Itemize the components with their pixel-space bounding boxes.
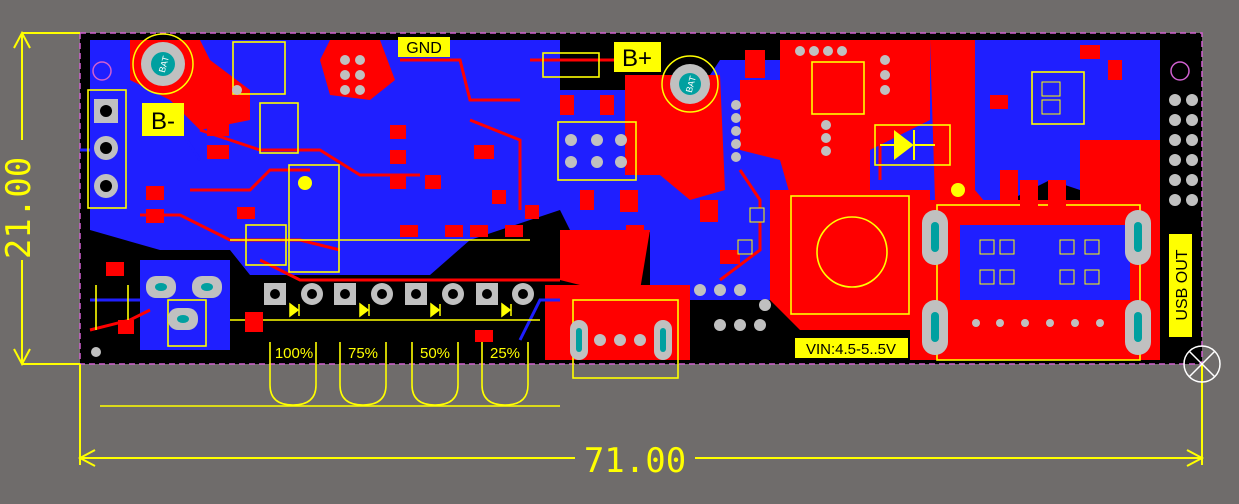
led-icon (289, 302, 512, 318)
usb-out-label: USB OUT (1174, 249, 1191, 320)
vin-label: VIN:4.5-5..5V (806, 341, 896, 358)
led-pad-row[interactable] (264, 283, 534, 305)
mounting-hole-icon (92, 61, 112, 81)
left-header-pins[interactable] (94, 99, 118, 198)
usb-out-label-box (1169, 234, 1192, 337)
board-outline (79, 32, 1203, 365)
smd-pads (106, 45, 1122, 342)
bminus-label-box (142, 103, 184, 136)
mounting-hole-icon (1170, 61, 1190, 81)
pct-25-label: 25% (490, 345, 520, 362)
battery-pad-bplus[interactable] (661, 55, 719, 113)
pct-50-label: 50% (420, 345, 450, 362)
diode-icon (880, 129, 935, 161)
width-dimension-label: 71.00 (584, 441, 686, 481)
ic-pin1-marker (298, 176, 312, 190)
bottom-smd-pads (737, 81, 1100, 285)
ic-pin1-marker (951, 183, 965, 197)
target-crosshair-icon (1183, 345, 1221, 383)
bminus-label: B- (151, 108, 175, 135)
vin-label-box (795, 338, 908, 358)
through-hole-pins (91, 46, 1198, 357)
bat-label-left: BAT (157, 54, 171, 73)
battery-pad-bminus[interactable] (132, 33, 194, 95)
height-dimension-label: 21.00 (0, 157, 39, 259)
dimension-lines (13, 30, 1205, 467)
gnd-label-box (398, 37, 450, 57)
pct-100-label: 100% (275, 345, 313, 362)
gnd-label: GND (406, 40, 442, 57)
pct-75-label: 75% (348, 345, 378, 362)
bat-label-right: BAT (684, 74, 698, 93)
bplus-label: B+ (622, 45, 652, 72)
usb-inner-pour (960, 225, 1130, 300)
bplus-label-box (614, 42, 661, 72)
